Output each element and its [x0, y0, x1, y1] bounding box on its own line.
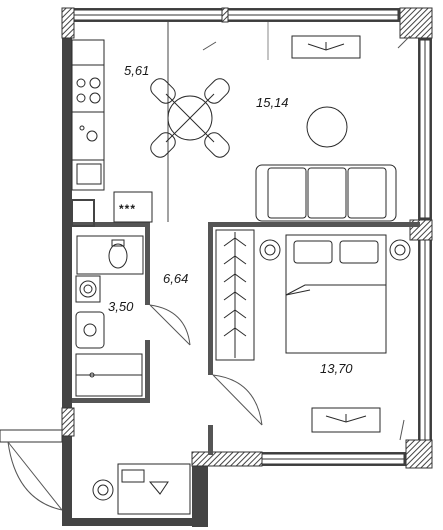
living-area-label: 15,14 — [256, 95, 289, 110]
bedroom-door[interactable] — [212, 374, 263, 426]
wardrobe — [215, 229, 255, 361]
entrance-door[interactable] — [0, 429, 63, 511]
interior-walls — [71, 199, 420, 455]
right-windows — [419, 39, 431, 441]
corner-column-top-left — [61, 7, 75, 39]
bedroom-area-label: 13,70 — [320, 361, 353, 376]
bottom-windows — [261, 453, 405, 465]
radiator-bedroom — [311, 407, 381, 433]
double-bed — [259, 234, 411, 354]
fridge — [113, 191, 153, 223]
dining-table — [150, 78, 230, 158]
kitchen-counter — [71, 39, 105, 191]
hall-cabinet — [92, 463, 191, 515]
corner-column-top-right — [399, 7, 433, 39]
bottom-wall-column — [191, 451, 263, 467]
bathroom-door[interactable] — [149, 304, 191, 346]
left-wall-column — [61, 407, 75, 437]
wall-column — [221, 7, 229, 23]
radiator-living — [291, 35, 361, 59]
bath-area-label: 3,50 — [108, 299, 134, 314]
fridge-label: *** — [119, 202, 137, 216]
window-marker — [397, 35, 411, 49]
coffee-table — [306, 106, 348, 148]
corner-column-bottom-right — [405, 439, 433, 469]
window-marker — [202, 41, 217, 51]
kitchen-area-label: 5,61 — [124, 63, 150, 78]
hall-area-label: 6,64 — [163, 271, 189, 286]
window-marker — [399, 419, 405, 441]
top-windows — [71, 9, 399, 21]
bathroom-fixtures — [75, 235, 144, 397]
sofa — [255, 164, 397, 222]
